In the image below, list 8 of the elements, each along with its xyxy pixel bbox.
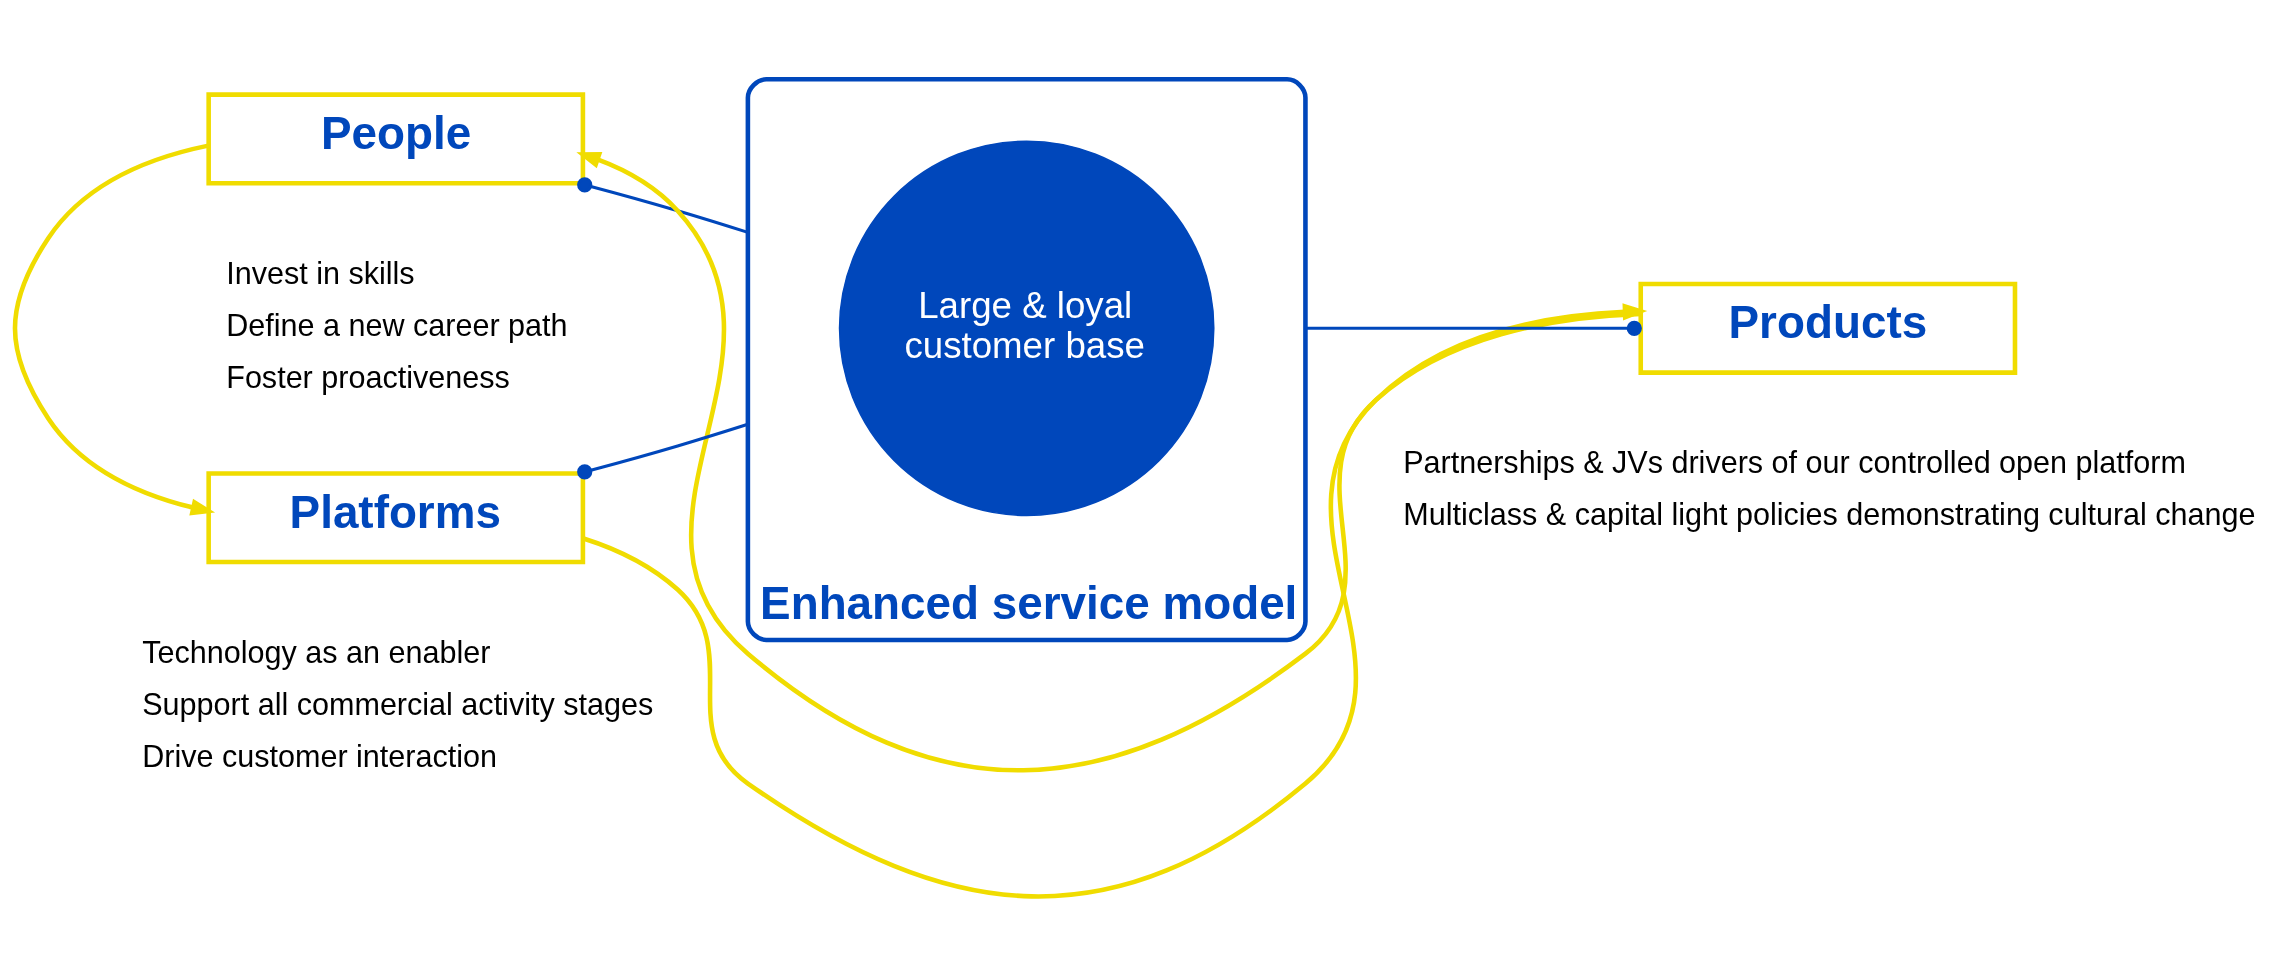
node-label: Foster proactiveness	[226, 359, 510, 394]
node-label: Define a new career path	[226, 307, 568, 342]
node-label: Partnerships & JVs drivers of our controlled open platform	[1403, 444, 2186, 479]
node-label: Drive customer interaction	[142, 738, 498, 773]
node-label: Multiclass & capital light policies demonstrating cultural change	[1403, 496, 2256, 531]
node-label: Support all commercial activity stages	[142, 686, 654, 721]
node-label: Invest in skills	[226, 255, 415, 290]
node-label: Technology as an enabler	[142, 634, 491, 669]
